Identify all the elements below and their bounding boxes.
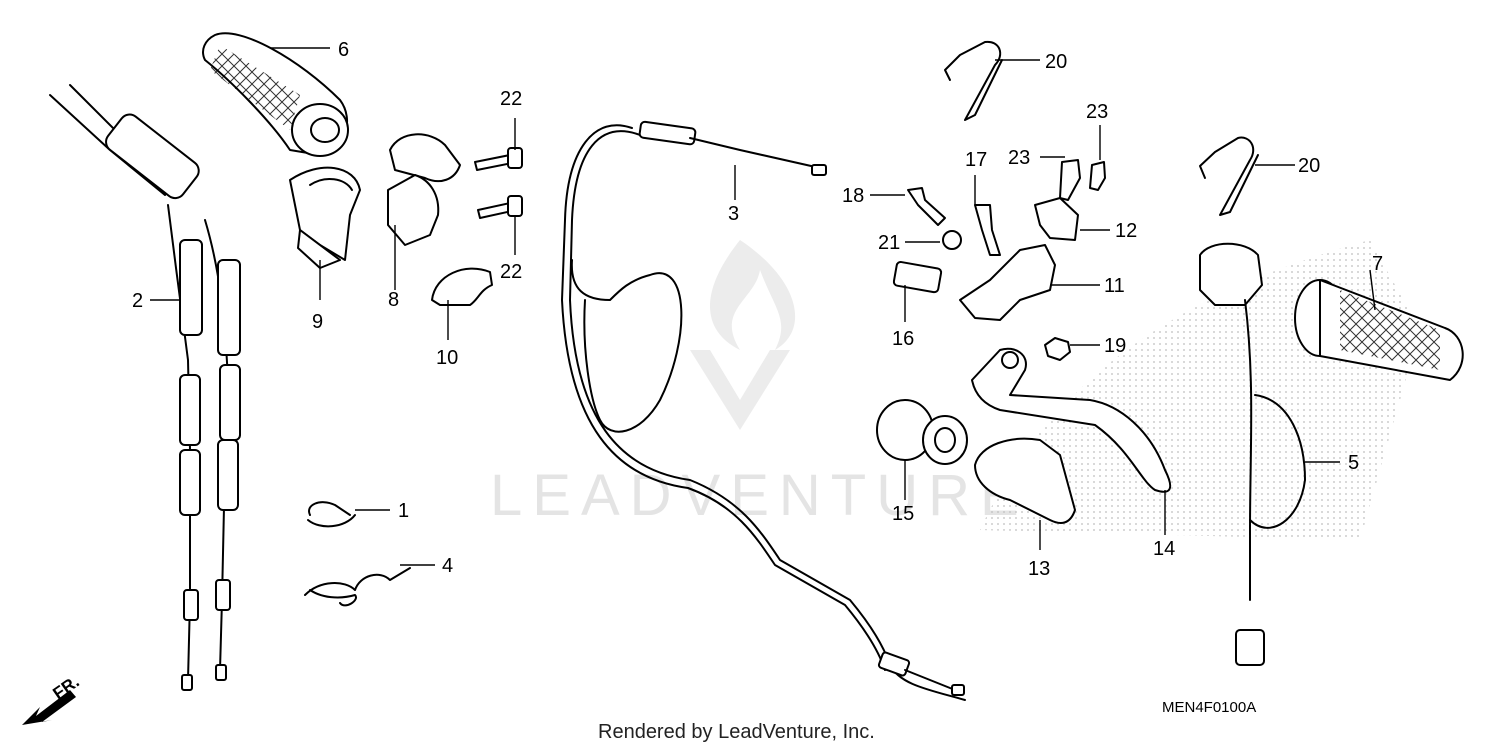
callout-4: 4 (442, 555, 453, 577)
callout-5: 5 (1348, 452, 1359, 474)
lever-cover (974, 437, 1076, 524)
throttle-cables (49, 84, 241, 691)
clutch-lever (971, 347, 1172, 493)
callout-23-top: 23 (1086, 101, 1108, 123)
screws-22 (474, 147, 523, 219)
callout-13: 13 (1028, 558, 1050, 580)
throttle-housing (289, 166, 361, 269)
left-grip (1294, 279, 1464, 381)
callout-12: 12 (1115, 220, 1137, 242)
callout-17: 17 (965, 149, 987, 171)
clutch-cable (561, 120, 966, 701)
callout-16: 16 (892, 328, 914, 350)
band-20-right (1199, 136, 1259, 216)
callout-21: 21 (878, 232, 900, 254)
nut-19 (1044, 337, 1071, 361)
front-marker-text: FR. (49, 672, 82, 703)
leadventure-watermark: LEADVENTURE (490, 240, 1029, 528)
watermark-text: LEADVENTURE (490, 463, 1029, 528)
callout-23-left: 23 (1008, 147, 1030, 169)
cable-adjuster (876, 399, 968, 465)
callout-22-bottom: 22 (500, 261, 522, 283)
callout-10: 10 (436, 347, 458, 369)
callout-22-top: 22 (500, 88, 522, 110)
callout-8: 8 (388, 289, 399, 311)
callout-20-right: 20 (1298, 155, 1320, 177)
clip-4 (304, 567, 411, 607)
cap-part (431, 267, 493, 306)
front-direction-marker: FR. (22, 672, 83, 725)
callout-2: 2 (132, 290, 143, 312)
callout-7: 7 (1372, 253, 1383, 275)
callout-1: 1 (398, 500, 409, 522)
callout-14: 14 (1153, 538, 1175, 560)
callout-20-top: 20 (1045, 51, 1067, 73)
callout-19: 19 (1104, 335, 1126, 357)
callout-9: 9 (312, 311, 323, 333)
band-20-top (944, 40, 1003, 121)
callout-3: 3 (728, 203, 739, 225)
clip-1 (307, 501, 356, 528)
callout-6: 6 (338, 39, 349, 61)
credit-text: Rendered by LeadVenture, Inc. (598, 721, 875, 743)
callout-15: 15 (892, 503, 914, 525)
kill-switch (1199, 242, 1306, 666)
callout-labels: 6 2 3 1 4 5 7 8 9 10 11 12 13 14 15 16 1… (132, 39, 1383, 580)
leader-lines (150, 47, 1376, 566)
diagram-code: MEN4F0100A (1162, 699, 1256, 716)
throttle-grip (202, 32, 349, 157)
callout-11: 11 (1104, 275, 1125, 297)
callout-18: 18 (842, 185, 864, 207)
housing-halves (387, 133, 461, 246)
lever-bracket-assembly (892, 159, 1106, 321)
